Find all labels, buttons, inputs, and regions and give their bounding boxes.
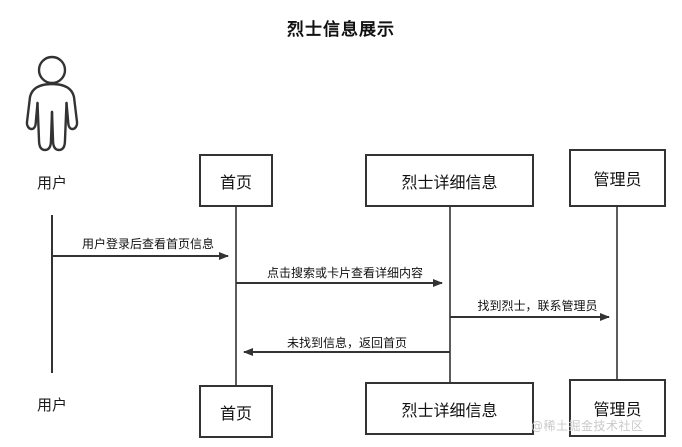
actor-person-icon <box>25 55 79 152</box>
message-label-not-found-return-home: 未找到信息，返回首页 <box>286 336 407 350</box>
participant-label-martyr-detail-top: 烈士详细信息 <box>401 172 498 192</box>
message-label-search-or-card: 点击搜索或卡片查看详细内容 <box>266 266 423 280</box>
actor-label-top: 用户 <box>36 174 67 192</box>
message-label-found-contact-admin: 找到烈士，联系管理员 <box>477 299 598 313</box>
actor-label-bottom: 用户 <box>36 396 67 414</box>
participant-box-admin-bottom <box>569 379 666 437</box>
page-title: 烈士信息展示 <box>287 20 395 40</box>
participant-box-martyr-detail-bottom <box>365 382 534 435</box>
participant-label-home-bottom: 首页 <box>219 403 252 423</box>
participant-box-admin-top <box>569 149 666 207</box>
participant-label-admin-bottom: 管理员 <box>593 400 642 419</box>
participant-label-martyr-detail-bottom: 烈士详细信息 <box>401 400 498 420</box>
participant-box-home-top <box>199 154 273 207</box>
watermark: @稀土掘金技术社区 <box>531 419 644 433</box>
participant-label-admin-top: 管理员 <box>593 170 642 189</box>
participant-label-home-top: 首页 <box>219 172 252 192</box>
message-label-login-view-home: 用户登录后查看首页信息 <box>81 237 214 251</box>
participant-box-home-bottom <box>199 385 273 438</box>
